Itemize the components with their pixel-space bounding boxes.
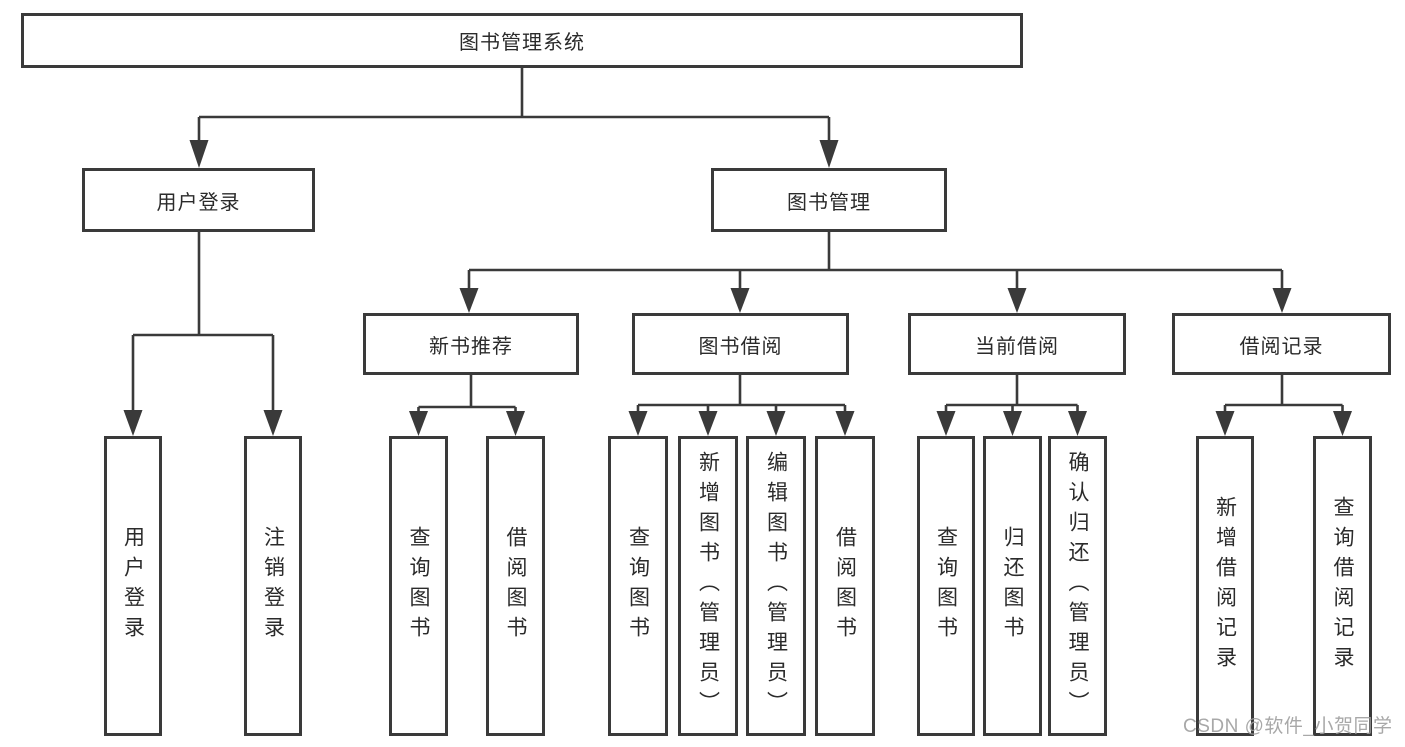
leaf-bb-edit-books-admin: 编辑图书（管理员） — [746, 436, 806, 736]
node-borrowing-records: 借阅记录 — [1172, 313, 1391, 375]
leaf-user-login: 用户登录 — [104, 436, 162, 736]
node-label: 新书推荐 — [429, 335, 513, 358]
leaf-nbr-query-books: 查询图书 — [389, 436, 448, 736]
leaf-cb-confirm-return-admin: 确认归还（管理员） — [1048, 436, 1107, 736]
node-label: 图书管理 — [787, 191, 871, 214]
leaf-nbr-borrow-books: 借阅图书 — [486, 436, 545, 736]
csdn-watermark: CSDN @软件_小贺同学 — [1183, 716, 1393, 737]
node-new-book-recommend: 新书推荐 — [363, 313, 579, 375]
leaf-bb-borrow-books: 借阅图书 — [815, 436, 875, 736]
leaf-label: 注销登录 — [261, 526, 285, 646]
node-label: 借阅记录 — [1239, 335, 1324, 358]
node-current-borrowing: 当前借阅 — [908, 313, 1126, 375]
node-label: 当前借阅 — [975, 335, 1059, 358]
leaf-label: 新增借阅记录 — [1213, 496, 1237, 676]
node-library-system: 图书管理系统 — [21, 13, 1023, 68]
leaf-label: 确认归还（管理员） — [1066, 451, 1089, 721]
node-user-login: 用户登录 — [82, 168, 315, 232]
node-label: 图书管理系统 — [459, 32, 585, 54]
leaf-label: 借阅图书 — [504, 526, 527, 646]
leaf-bb-query-books: 查询图书 — [608, 436, 668, 736]
node-label: 用户登录 — [156, 191, 241, 214]
leaf-label: 归还图书 — [1001, 526, 1024, 646]
leaf-label: 新增图书（管理员） — [696, 451, 720, 721]
leaf-label: 编辑图书（管理员） — [764, 451, 788, 721]
leaf-bb-add-books-admin: 新增图书（管理员） — [678, 436, 738, 736]
node-book-borrowing: 图书借阅 — [632, 313, 849, 375]
leaf-label: 查询图书 — [934, 526, 958, 646]
leaf-label: 用户登录 — [121, 526, 145, 646]
arrowheads — [123, 140, 1352, 436]
leaf-label: 查询图书 — [407, 526, 430, 646]
leaf-label: 查询借阅记录 — [1331, 496, 1354, 676]
leaf-label: 借阅图书 — [833, 526, 857, 646]
leaf-logout: 注销登录 — [244, 436, 302, 736]
leaf-label: 查询图书 — [626, 526, 650, 646]
node-book-management: 图书管理 — [711, 168, 947, 232]
leaf-br-query-record: 查询借阅记录 — [1313, 436, 1372, 736]
leaf-br-add-record: 新增借阅记录 — [1196, 436, 1254, 736]
leaf-cb-return-books: 归还图书 — [983, 436, 1042, 736]
leaf-cb-query-books: 查询图书 — [917, 436, 975, 736]
node-label: 图书借阅 — [698, 335, 783, 358]
